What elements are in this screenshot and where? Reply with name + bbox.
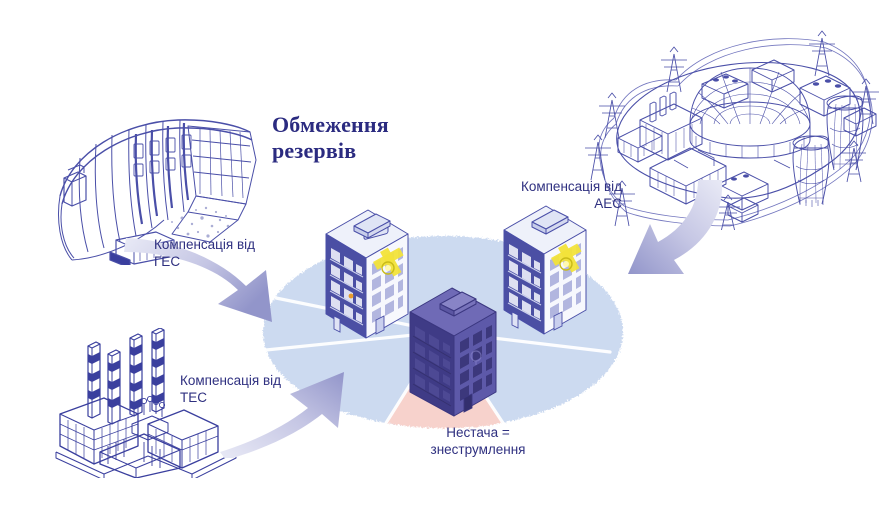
nuclear-power-plant-illustration [585,30,879,230]
transmission-lines [598,38,873,227]
windows-dark-left [415,326,450,402]
building-right-lit [503,205,587,335]
pylon-group [585,30,879,230]
water-spray [171,206,230,238]
page-title: Обмеження резервів [272,112,389,163]
building-center-dark [409,287,497,417]
label-compensation-thermal: Компенсація від ТЕС [180,373,282,405]
windows-left-face [509,244,540,319]
power-highlight-icon [551,243,582,273]
cooling-tower-front [792,135,830,207]
entrance-door [463,393,473,413]
power-highlight-icon [373,247,404,277]
thermal-power-plant-illustration [55,328,237,478]
unpowered-indicator-icon [470,350,482,365]
windows-dark-right [460,325,492,401]
cooling-tower-back [826,95,864,171]
windows-left-face [331,248,362,323]
arrow-nuclear-to-city [628,180,723,274]
label-compensation-nuclear: Компенсація від АЕС [520,179,622,211]
hydroelectric-dam-illustration [58,119,257,265]
accent-dot [348,293,354,299]
building-left-lit [325,209,409,339]
arrow-thermal-to-city [220,372,344,458]
label-shortage-blackout: Нестача = знеструмлення [430,425,526,457]
label-compensation-hydro: Компенсація від ГЕС [154,237,256,269]
arrow-hydro-to-city [124,238,272,322]
